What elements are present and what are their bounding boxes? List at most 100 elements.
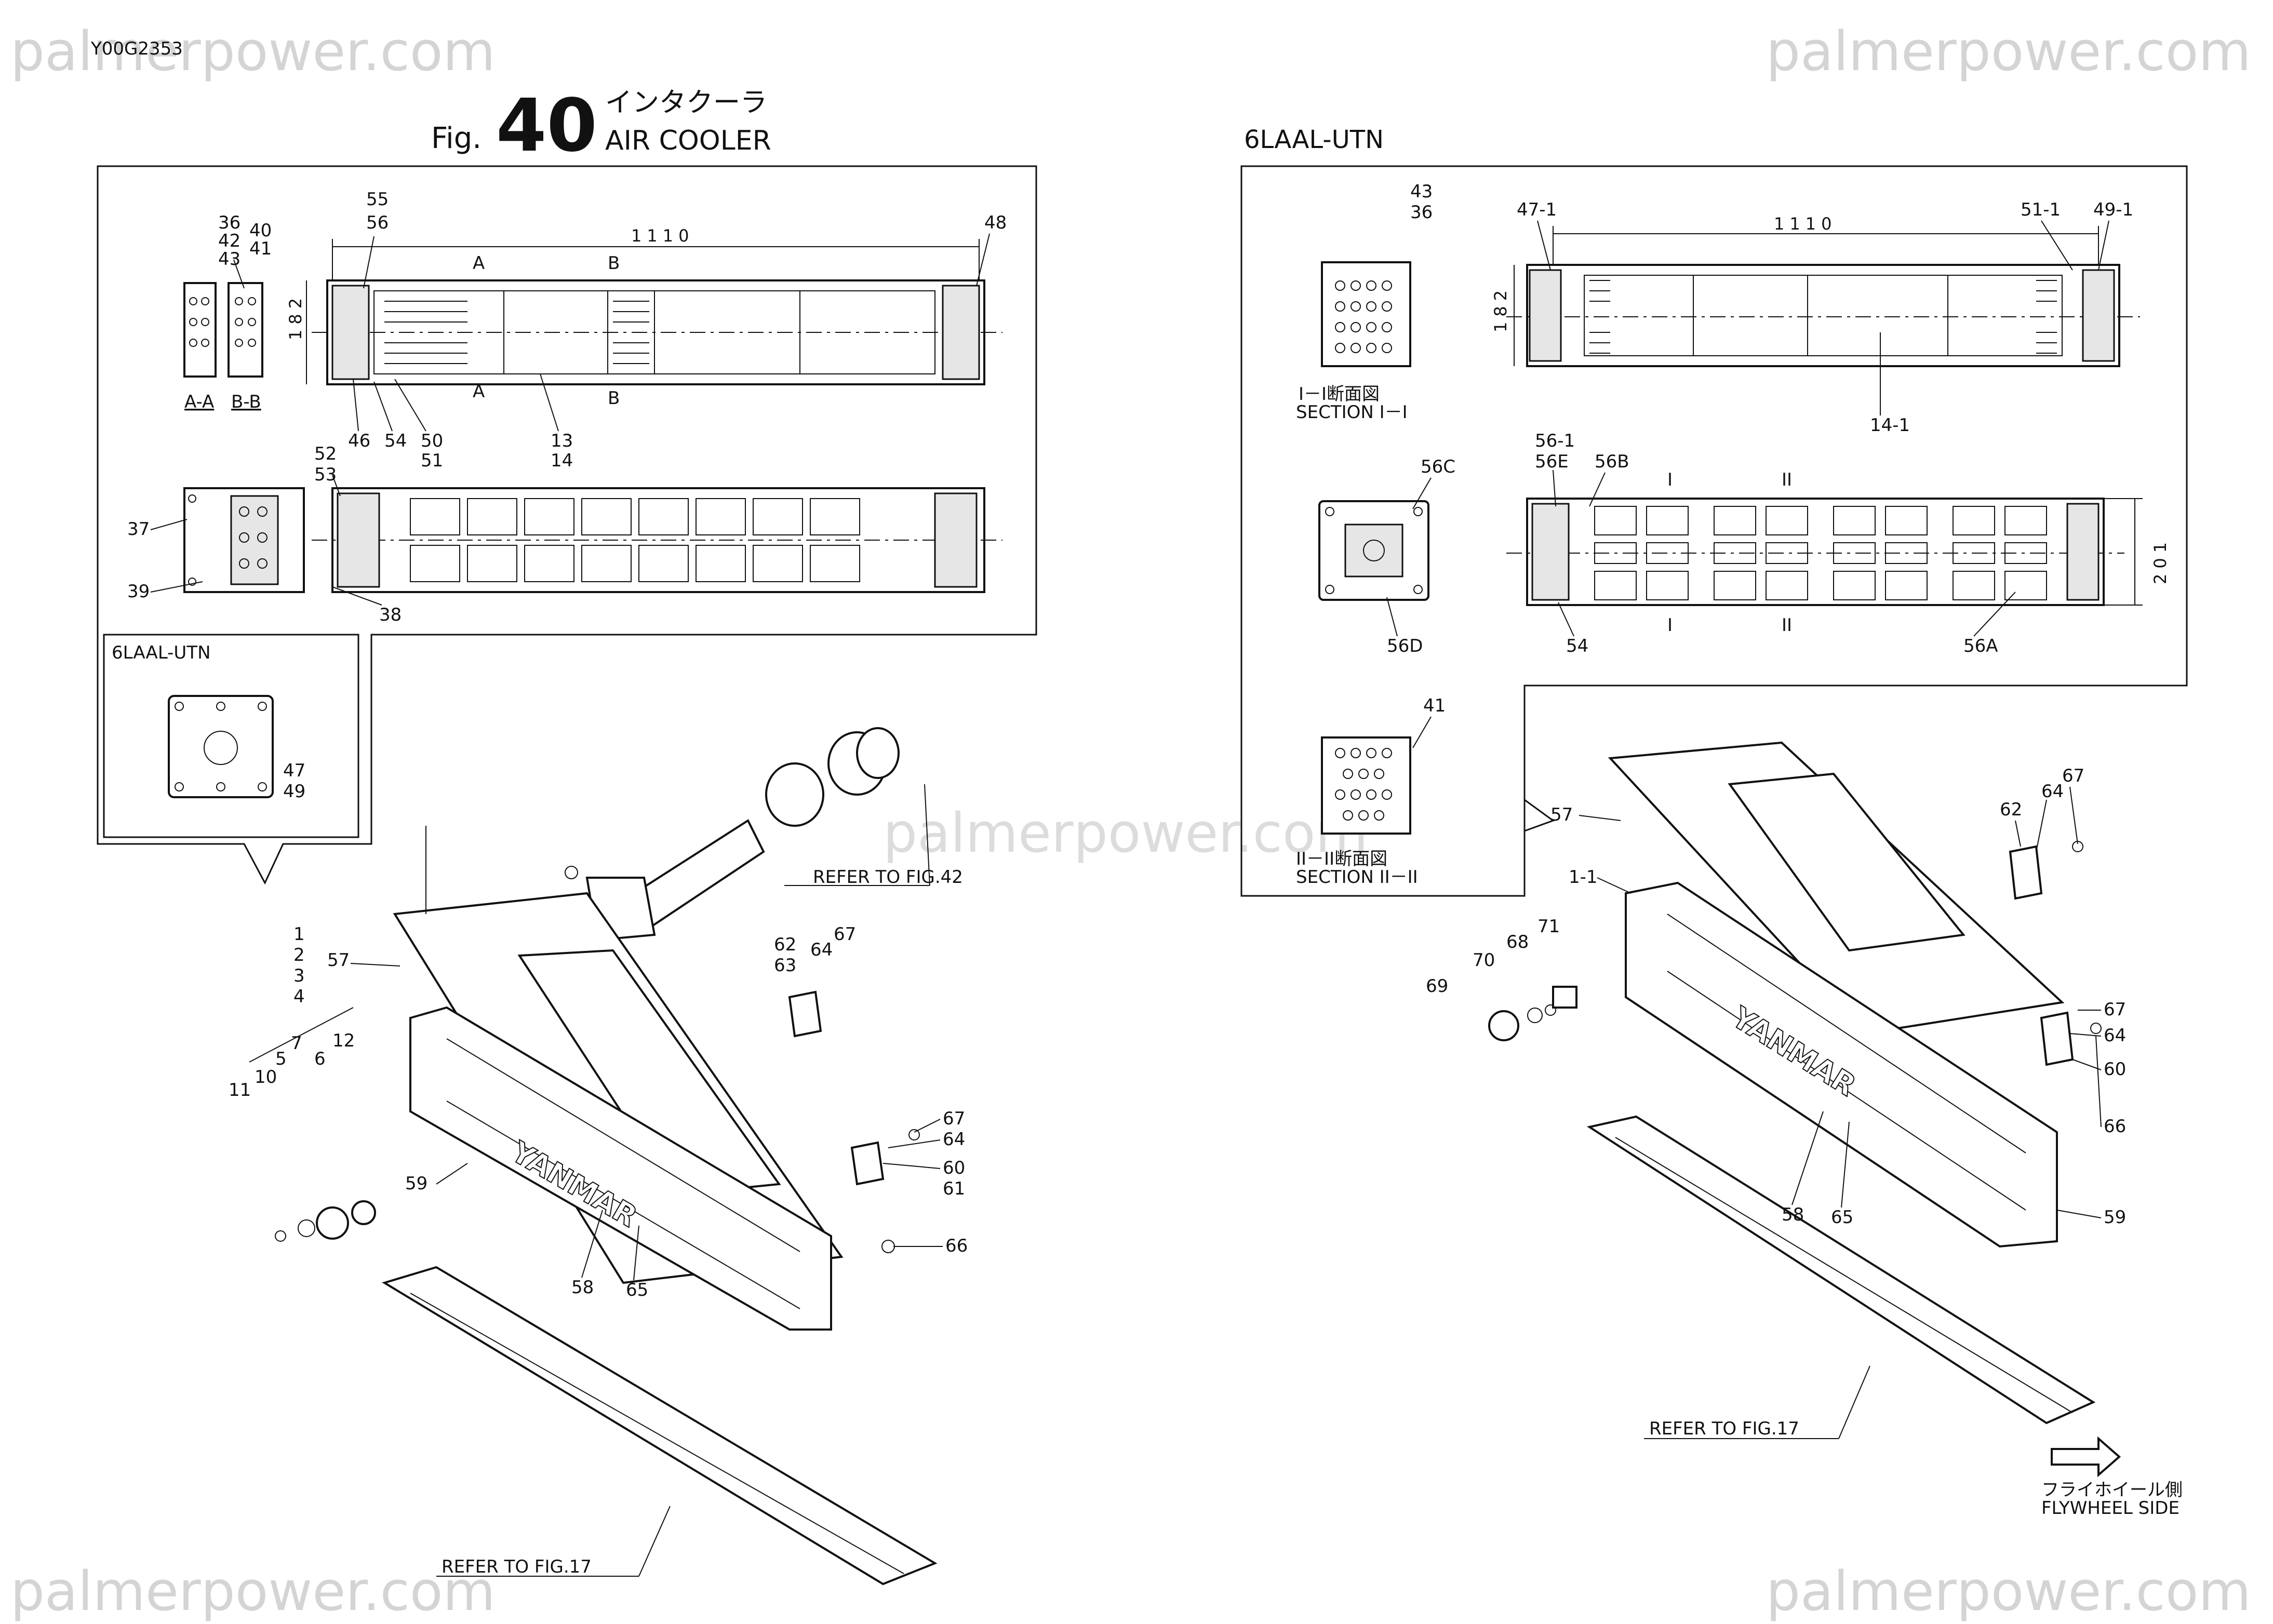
callout: 71 — [1537, 916, 1560, 937]
section-ii-en: SECTION II－II — [1296, 867, 1418, 888]
refer-fig42: REFER TO FIG.42 — [813, 867, 963, 888]
watermark-center: palmerpower.com — [883, 801, 1368, 865]
small-hardware — [275, 826, 920, 1253]
callout: 13 — [551, 431, 573, 451]
callout: 51 — [421, 450, 443, 471]
callout: 40 — [249, 220, 272, 241]
callout: 62 — [774, 934, 796, 955]
refer-fig17-right: REFER TO FIG.17 — [1649, 1418, 1799, 1439]
callout: 36 — [1410, 202, 1433, 223]
flywheel-arrow-icon — [2051, 1436, 2121, 1478]
callout: 59 — [2104, 1207, 2126, 1228]
callout: 56B — [1595, 451, 1629, 472]
section-i-view — [1321, 261, 1411, 367]
section-mark-a-top: A — [473, 253, 485, 274]
callout: 5 — [275, 1049, 287, 1069]
section-views-aa-bb: A-A B-B — [183, 282, 263, 412]
callout: 67 — [834, 924, 856, 945]
callout: 6 — [314, 1049, 326, 1069]
section-mark: I — [1667, 615, 1673, 636]
callout: 11 — [229, 1080, 251, 1100]
left-side-view: 52 53 37 39 38 — [127, 444, 1002, 625]
callout: 3 — [293, 965, 305, 986]
left-top-callouts: 36 42 43 40 41 55 56 48 46 54 50 51 13 1… — [218, 189, 1007, 471]
callout: 57 — [1550, 804, 1573, 825]
callout: 1-1 — [1569, 867, 1598, 888]
callout: 55 — [366, 189, 389, 210]
right-panel-frame — [1240, 165, 2188, 897]
callout: 4 — [293, 986, 305, 1007]
callout: 65 — [1831, 1207, 1853, 1228]
callout: 52 — [314, 444, 337, 464]
callout: 37 — [127, 519, 150, 540]
right-exploded-view: YANMAR 57 1-1 62 64 67 69 70 68 71 67 64… — [1426, 741, 2183, 1519]
callout: 70 — [1473, 950, 1495, 971]
callout: 51-1 — [2021, 199, 2061, 220]
section-name-aa: A-A — [184, 392, 214, 412]
section-i-jp: I－I断面図 — [1299, 384, 1380, 405]
callout: 65 — [626, 1280, 648, 1300]
section-mark-b-top: B — [608, 253, 620, 274]
callout: 47 — [283, 760, 305, 781]
callout: 64 — [810, 939, 833, 960]
section-i-en: SECTION I－I — [1296, 402, 1408, 423]
watermark-bottom-right: palmerpower.com — [1766, 1560, 2251, 1623]
callout: 66 — [2104, 1116, 2126, 1137]
callout: 14 — [551, 450, 573, 471]
cooler-side-body-right — [1526, 498, 2105, 606]
watermark-top-right: palmerpower.com — [1766, 20, 2251, 83]
callout: 1 — [293, 924, 305, 945]
small-hardware-right — [1488, 841, 2102, 1066]
callout: 54 — [384, 431, 407, 451]
callout: 48 — [984, 212, 1007, 233]
figure-title: Fig. 40 インタクーラ AIR COOLER — [431, 84, 771, 168]
bottom-tray — [382, 1266, 938, 1586]
fig-title-jp: インタクーラ — [605, 87, 767, 118]
callout: 50 — [421, 431, 443, 451]
callout: 67 — [2062, 766, 2084, 786]
callout: 57 — [327, 950, 350, 971]
callout: 56C — [1421, 457, 1455, 477]
flywheel-side-en: FLYWHEEL SIDE — [2041, 1498, 2180, 1519]
callout: 56E — [1535, 451, 1569, 472]
callout: 7 — [291, 1033, 302, 1054]
callout: 36 — [218, 212, 240, 233]
callout: 47-1 — [1517, 199, 1557, 220]
callout: 39 — [127, 581, 150, 602]
document-id: Y00G2353 — [90, 38, 183, 59]
callout: 41 — [249, 238, 272, 259]
cooler-core — [409, 1006, 832, 1331]
callout: 14-1 — [1870, 415, 1910, 436]
section-mark-b-bottom: B — [608, 388, 620, 409]
inset-box — [103, 634, 359, 838]
callout: 56-1 — [1535, 431, 1575, 451]
callout: 67 — [2104, 999, 2126, 1020]
cooler-core-right — [1625, 881, 2058, 1248]
callout: 62 — [2000, 799, 2022, 820]
section-ii-jp: II－II断面図 — [1296, 849, 1387, 869]
callout: 43 — [218, 249, 240, 270]
callout: 58 — [1782, 1204, 1804, 1225]
callout: 61 — [943, 1178, 965, 1199]
left-panel-frame — [97, 165, 1037, 885]
callout: 59 — [405, 1173, 427, 1194]
air-duct-hose — [585, 727, 900, 942]
callout: 64 — [943, 1129, 965, 1150]
left-length-dim: 1110 — [631, 226, 694, 246]
cooler-top-body-right — [1526, 264, 2120, 367]
section-mark-a-bottom: A — [473, 381, 485, 402]
fig-prefix: Fig. — [431, 122, 482, 155]
fig-number: 40 — [496, 84, 597, 168]
callout: 68 — [1506, 932, 1529, 952]
callout: 58 — [571, 1277, 594, 1298]
callout: 41 — [1423, 695, 1446, 716]
right-length-dim: 1110 — [1774, 214, 1837, 234]
section-name-bb: B-B — [231, 392, 261, 412]
section-ii-view: 41 II－II断面図 SECTION II－II — [1296, 695, 1446, 888]
callout: 49-1 — [2093, 199, 2133, 220]
right-height-dim: 182 — [1491, 285, 1510, 332]
section-mark: II — [1782, 469, 1792, 490]
callout: 56 — [366, 212, 389, 233]
callout: 10 — [255, 1067, 277, 1088]
